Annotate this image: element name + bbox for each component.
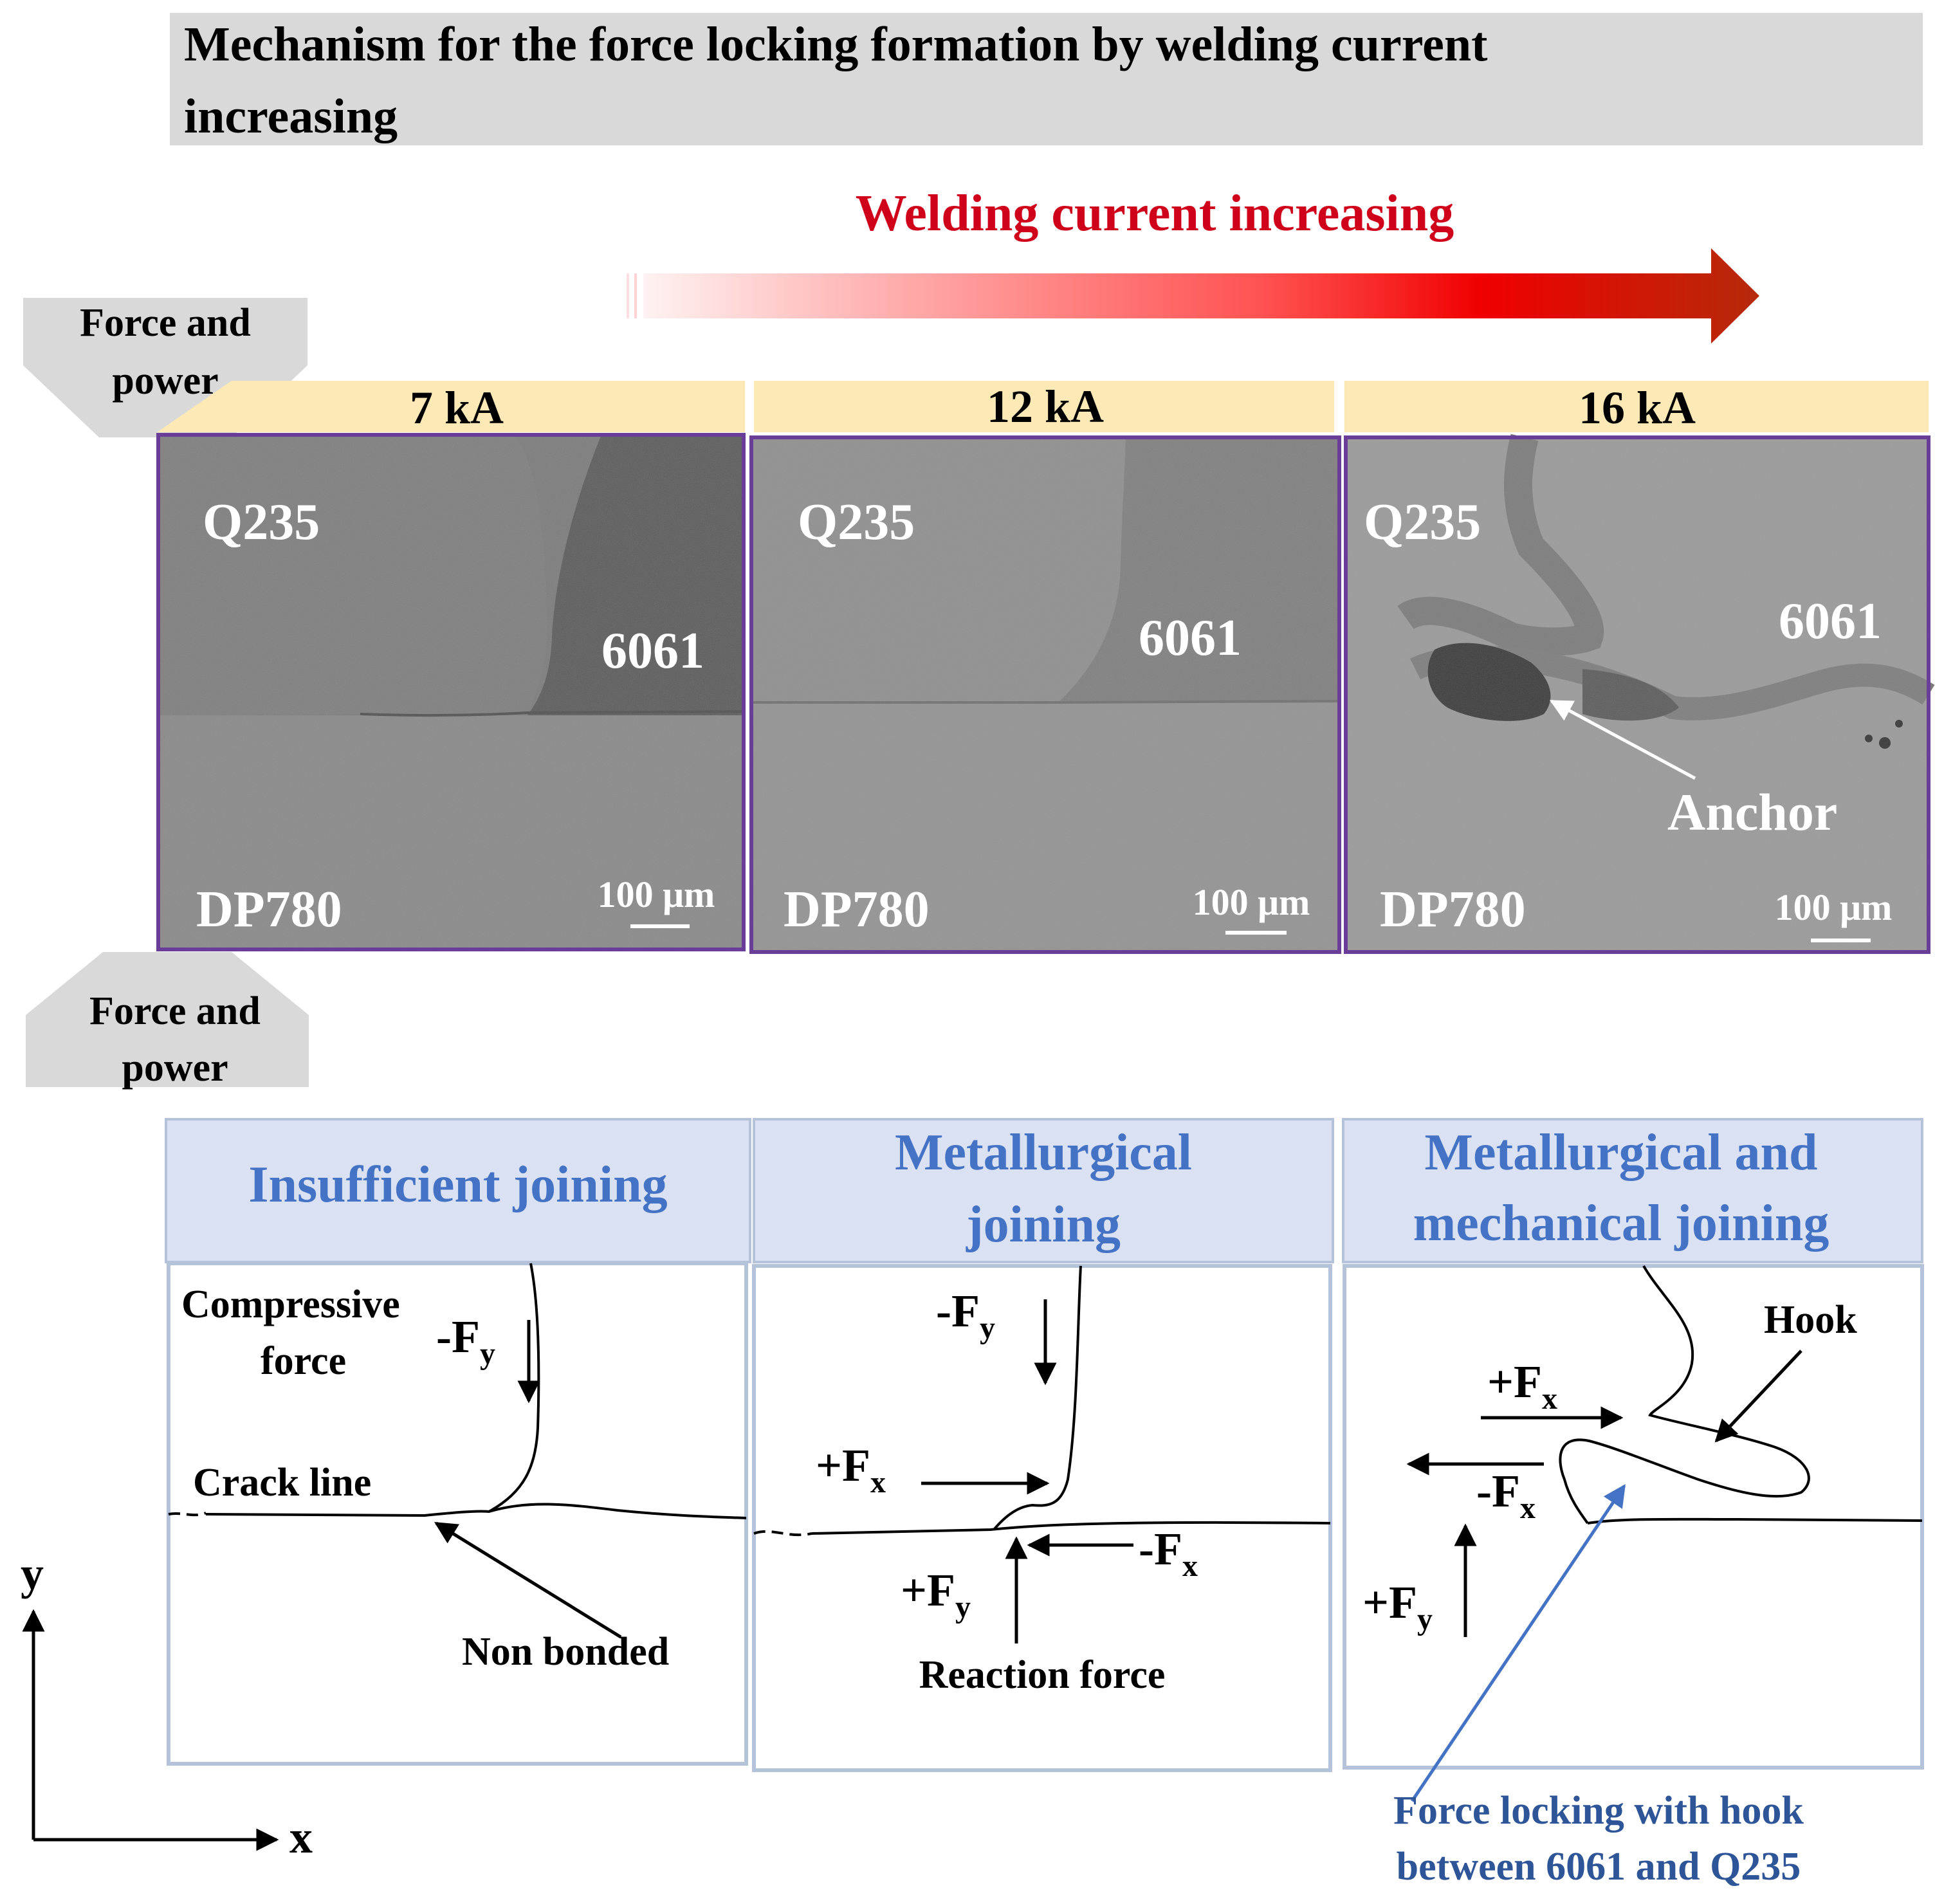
arrow-non-bonded	[434, 1521, 622, 1639]
label-crack-line: Crack line	[193, 1461, 371, 1505]
hook-boundary	[1559, 1265, 1810, 1524]
label-6061-12ka: 6061	[1139, 610, 1242, 666]
label-anchor: Anchor	[1667, 783, 1837, 841]
label-q235-16ka: Q235	[1364, 494, 1481, 551]
svg-text:-Fx: -Fx	[1139, 1523, 1198, 1583]
label-force: force	[261, 1339, 346, 1383]
current-arrow-label: Welding current increasing	[856, 185, 1454, 242]
label-neg-fx-2: -Fx	[1139, 1523, 1198, 1583]
label-q235-7ka: Q235	[203, 494, 320, 551]
svg-text:-Fy: -Fy	[436, 1311, 495, 1371]
label-hook: Hook	[1764, 1298, 1857, 1342]
label-6061-7ka: 6061	[601, 623, 704, 679]
force-locking-note: Force locking with hook between 6061 and…	[1393, 1789, 1804, 1889]
micrograph-16ka: Q235 6061 DP780 Anchor 100 μm	[1344, 434, 1935, 954]
current-headers: 7 kA 12 kA 16 kA	[157, 381, 1929, 434]
header-insufficient-joining: Insufficient joining	[248, 1157, 667, 1213]
header-metallurgical-line2: joining	[966, 1196, 1121, 1253]
force-power-top-line2: power	[112, 359, 218, 403]
scale-bar-16ka: 100 μm	[1775, 886, 1893, 942]
sketch-metmech: Hook +Fx -Fx +Fy	[1343, 1264, 1924, 1802]
sketch-insufficient: Compressive force -Fy Crack line Non bon…	[167, 1261, 748, 1766]
arrow-hook	[1714, 1350, 1802, 1443]
header-metallurgical-line1: Metallurgical	[895, 1124, 1192, 1181]
interface-line-2	[811, 1521, 1331, 1535]
title-line-2: increasing	[184, 89, 398, 143]
sketch-metallurgical: -Fy +Fx -Fx +Fy Reaction force	[752, 1264, 1332, 1772]
scale-bar-label-12ka: 100 μm	[1193, 881, 1310, 923]
anchor-pointer	[1549, 699, 1696, 780]
label-dp780-16ka: DP780	[1380, 881, 1526, 938]
force-power-bottom: Force and power	[26, 952, 309, 1090]
current-12ka: 12 kA	[987, 381, 1104, 432]
header-metmech-line1: Metallurgical and	[1424, 1124, 1817, 1181]
current-increase-arrow: Welding current increasing	[627, 185, 1759, 343]
svg-text:-Fy: -Fy	[936, 1285, 995, 1345]
label-pos-fy-2: +Fy	[901, 1564, 971, 1624]
q235-6061-boundary	[488, 1263, 540, 1513]
svg-text:-Fx: -Fx	[1476, 1465, 1536, 1525]
title-line-1: Mechanism for the force locking formatio…	[184, 17, 1487, 71]
label-neg-fy-1: -Fy	[436, 1311, 495, 1371]
micrograph-7ka: Q235 6061 DP780 100 μm	[156, 433, 746, 951]
label-pos-fx-2: +Fx	[816, 1440, 886, 1499]
label-reaction-force: Reaction force	[919, 1653, 1166, 1697]
header-metmech-line2: mechanical joining	[1413, 1195, 1829, 1252]
svg-text:+Fy: +Fy	[901, 1564, 971, 1624]
x-axis-label: x	[289, 1811, 313, 1863]
force-power-top-line1: Force and	[80, 301, 251, 345]
force-power-bottom-line2: power	[122, 1046, 228, 1090]
scale-bar-label-16ka: 100 μm	[1775, 886, 1893, 928]
current-16ka: 16 kA	[1579, 382, 1696, 434]
svg-text:+Fx: +Fx	[1487, 1356, 1557, 1416]
label-6061-16ka: 6061	[1779, 593, 1882, 650]
label-non-bonded: Non bonded	[462, 1630, 669, 1674]
coordinate-axes: y x	[21, 1548, 313, 1863]
note-line-1: Force locking with hook	[1393, 1789, 1804, 1833]
scale-bar-label-7ka: 100 μm	[598, 874, 715, 915]
label-neg-fx-3: -Fx	[1476, 1465, 1536, 1525]
label-pos-fx-3: +Fx	[1487, 1356, 1557, 1416]
svg-text:+Fy: +Fy	[1362, 1577, 1433, 1636]
label-neg-fy-2: -Fy	[936, 1285, 995, 1345]
scale-bar-12ka: 100 μm	[1193, 881, 1310, 935]
svg-text:+Fx: +Fx	[816, 1440, 886, 1499]
arrow-force-locking	[1410, 1484, 1626, 1802]
title-banner: Mechanism for the force locking formatio…	[170, 13, 1923, 145]
y-axis-label: y	[21, 1548, 44, 1599]
gradient-arrow-shape	[643, 248, 1759, 343]
micrograph-12ka: Q235 6061 DP780 100 μm	[749, 435, 1341, 954]
label-pos-fy-3: +Fy	[1362, 1577, 1433, 1636]
interface-line	[205, 1503, 747, 1519]
interface-line-3	[1587, 1517, 1923, 1524]
q235-6061-boundary-2	[993, 1265, 1082, 1531]
label-q235-12ka: Q235	[798, 494, 915, 551]
label-compressive: Compressive	[181, 1283, 400, 1326]
note-line-2: between 6061 and Q235	[1397, 1845, 1801, 1889]
joining-headers: Insufficient joining Metallurgical joini…	[165, 1118, 1923, 1263]
label-dp780-7ka: DP780	[196, 881, 342, 938]
label-dp780-12ka: DP780	[784, 881, 930, 938]
scale-bar-7ka: 100 μm	[598, 874, 715, 928]
current-7ka: 7 kA	[410, 382, 504, 434]
force-power-bottom-line1: Force and	[89, 989, 261, 1033]
